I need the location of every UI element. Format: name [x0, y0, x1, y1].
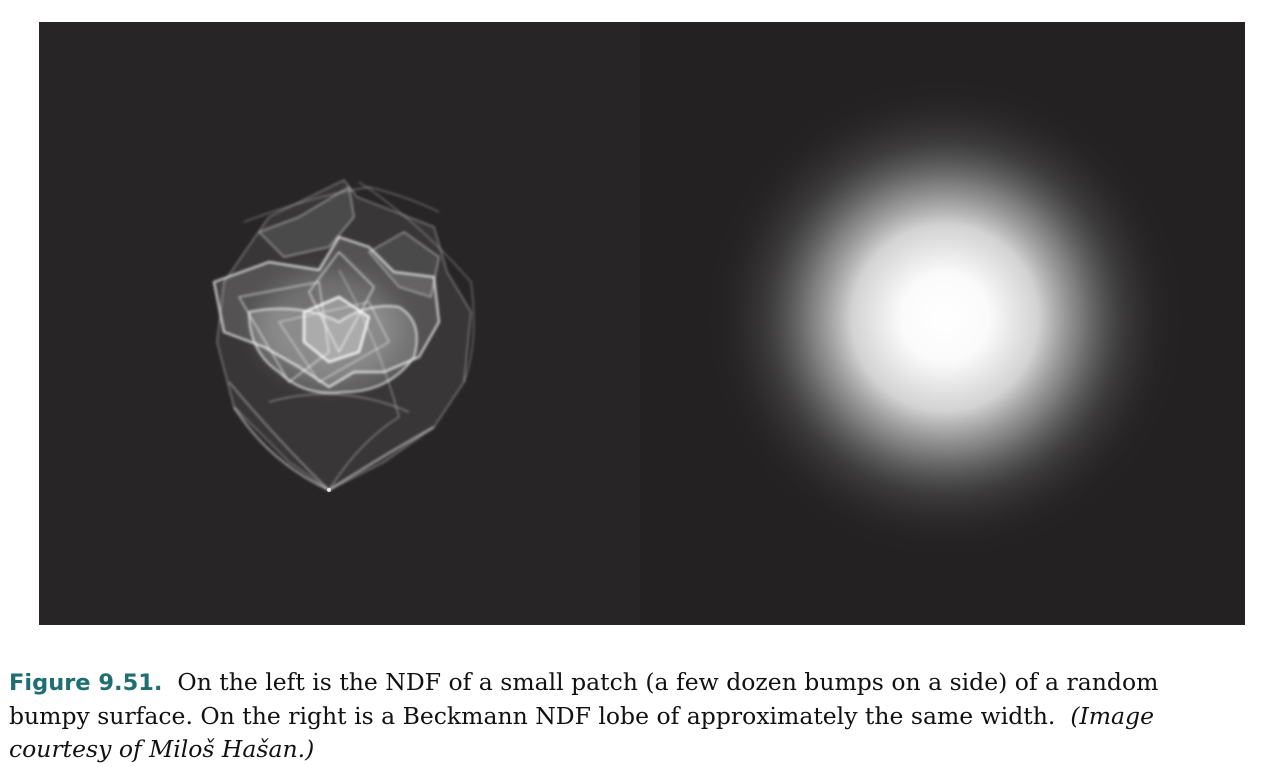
caption-text-line-2: bumpy surface. On the right is a Beckman…: [9, 702, 1056, 730]
image-credit-start: (Image: [1070, 702, 1155, 730]
left-ndf-image: [39, 22, 640, 625]
beckmann-ndf-lobe-render: [640, 22, 1245, 625]
right-beckmann-image: [640, 22, 1245, 625]
caption-line-1: Figure 9.51. On the left is the NDF of a…: [9, 666, 1271, 700]
image-credit: courtesy of Miloš Hašan.): [9, 735, 315, 763]
caption-text-line-1: On the left is the NDF of a small patch …: [177, 668, 1159, 696]
figure-label: Figure 9.51.: [9, 670, 163, 696]
caption-line-2: bumpy surface. On the right is a Beckman…: [9, 700, 1271, 733]
random-surface-ndf-render: [212, 179, 475, 492]
figure-caption: Figure 9.51. On the left is the NDF of a…: [9, 666, 1271, 766]
